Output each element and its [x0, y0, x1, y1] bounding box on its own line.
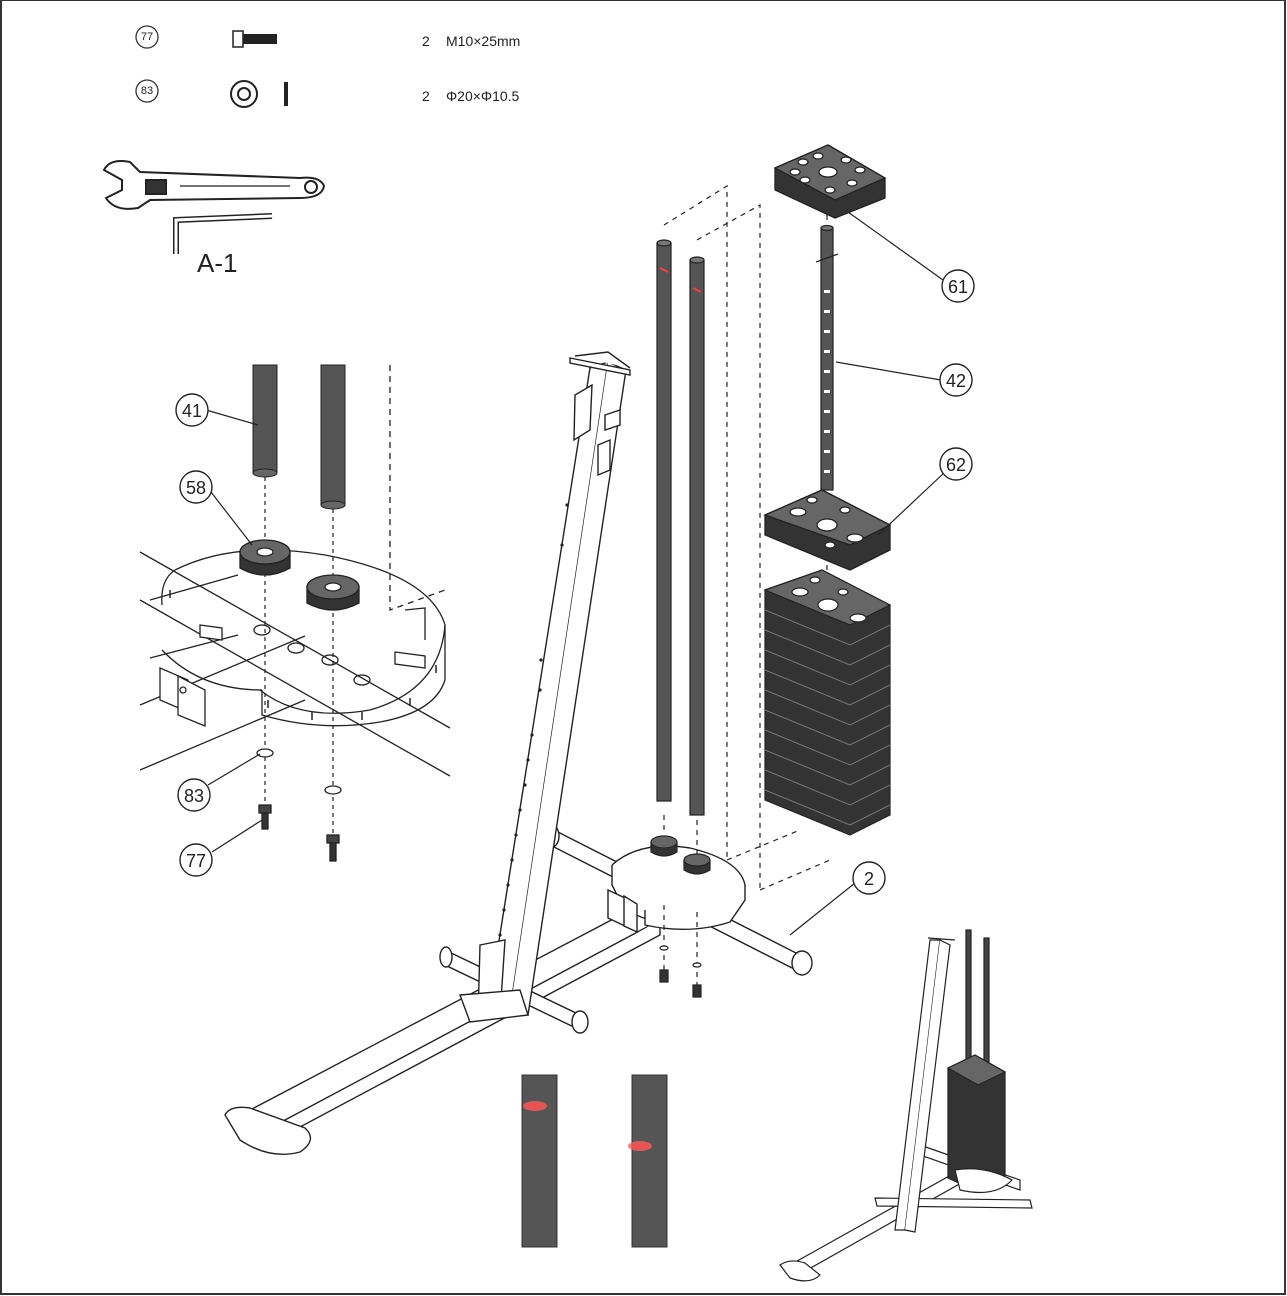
callout-77: 77	[179, 843, 213, 877]
svg-text:83: 83	[184, 786, 204, 806]
svg-text:58: 58	[186, 478, 206, 498]
svg-text:62: 62	[946, 455, 966, 475]
part-qty-77: 2	[422, 33, 430, 49]
wrench-icon	[102, 160, 326, 210]
plate-62	[763, 489, 892, 571]
part-spec-77: M10×25mm	[446, 33, 520, 49]
svg-text:41: 41	[182, 401, 202, 421]
inset-bushing-58	[239, 539, 360, 611]
callout-62: 62	[939, 447, 973, 481]
part-qty-83: 2	[422, 88, 430, 104]
inset-tube-41	[252, 364, 346, 510]
svg-text:77: 77	[186, 851, 206, 871]
main-assembly	[224, 351, 813, 1155]
callout-42: 42	[939, 363, 973, 397]
parts-row-83: 83 2 Φ20×Φ10.5	[135, 79, 520, 108]
svg-text:2: 2	[864, 869, 874, 889]
weight-stack	[763, 569, 892, 836]
top-detail-left: TOP	[521, 1074, 558, 1248]
detail-inset	[139, 365, 451, 777]
callout-2: 2	[852, 861, 886, 895]
top-label-right: TOP	[631, 1144, 646, 1151]
svg-text:61: 61	[948, 277, 968, 297]
callouts: 61 42 62 41 58 83 77 2	[175, 269, 975, 895]
completed-machine	[779, 929, 1033, 1282]
allen-key-icon	[173, 213, 273, 254]
leader-lines	[205, 211, 946, 936]
part-spec-83: Φ20×Φ10.5	[446, 88, 520, 104]
main-bushings	[650, 835, 711, 998]
callout-41: 41	[175, 393, 209, 427]
selector-rod-42	[815, 224, 839, 491]
callout-58: 58	[179, 470, 213, 504]
part-id-77: 77	[141, 31, 153, 43]
tool-label: A-1	[197, 248, 237, 278]
part-id-83: 83	[141, 85, 153, 97]
tools: A-1	[102, 160, 326, 278]
top-label-left: TOP	[526, 1104, 541, 1111]
parts-list: 77 2 M10×25mm 83 2 Φ20×Φ10.5	[135, 25, 520, 108]
callout-83: 83	[177, 778, 211, 812]
callout-61: 61	[941, 269, 975, 303]
bolt-icon	[232, 30, 277, 48]
inset-hardware	[256, 748, 342, 862]
parts-row-77: 77 2 M10×25mm	[135, 25, 520, 49]
top-plate-61	[773, 144, 887, 219]
guide-rods	[656, 239, 705, 816]
svg-text:42: 42	[946, 371, 966, 391]
top-detail-right: TOP	[628, 1074, 668, 1248]
washer-icon	[230, 80, 288, 108]
